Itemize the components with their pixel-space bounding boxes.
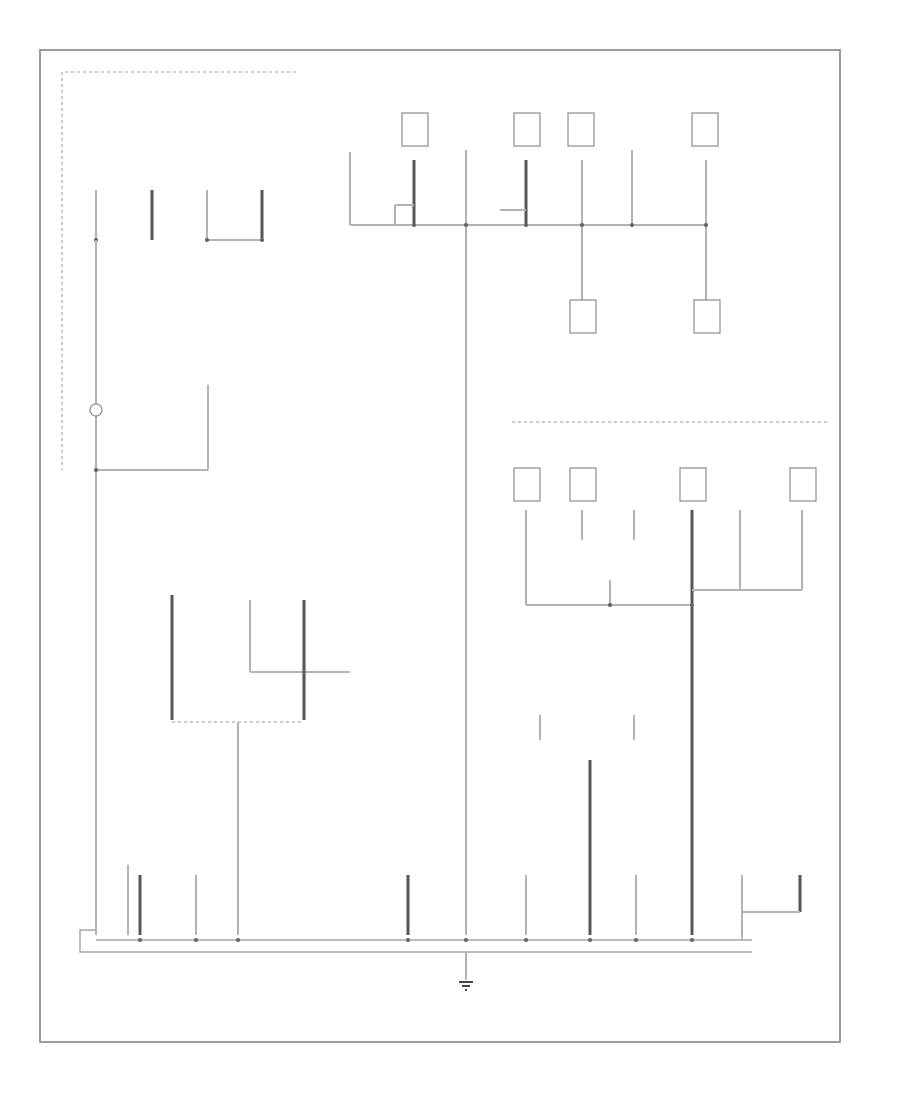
fuse-icon xyxy=(89,403,103,417)
right-middle-components xyxy=(512,421,828,935)
diagram-border xyxy=(39,49,841,1043)
component-box-2 xyxy=(513,112,541,147)
component-box-3 xyxy=(567,112,595,147)
component-box-4 xyxy=(691,112,719,147)
component-box-1 xyxy=(401,112,429,147)
top-right-components xyxy=(349,112,721,935)
dashed-enclosure xyxy=(61,71,296,470)
lower-middle-components xyxy=(539,715,635,935)
bottom-row-connectors xyxy=(127,865,802,935)
ground-icon xyxy=(459,981,473,991)
center-left-components xyxy=(170,595,350,935)
top-left-connectors xyxy=(94,190,264,242)
component-box-5 xyxy=(569,299,597,334)
ground-bus xyxy=(79,929,752,980)
component-box-6 xyxy=(693,299,721,334)
left-main-wire xyxy=(89,240,209,935)
